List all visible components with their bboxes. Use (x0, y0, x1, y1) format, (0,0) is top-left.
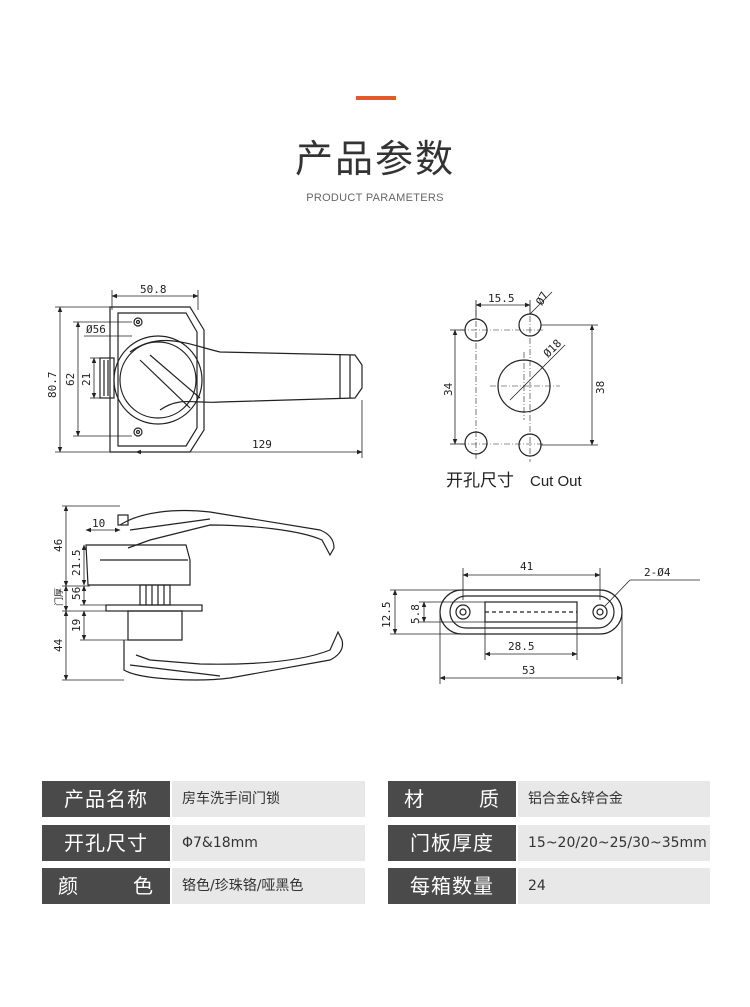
cutout-dimensions (450, 291, 598, 446)
cutout-centerlines (460, 305, 560, 462)
label-qty-per-carton: 每箱数量 (388, 868, 516, 904)
value-color: 铬色/珍珠铬/哑黑色 (172, 868, 365, 904)
dim-21: 21 (80, 373, 93, 386)
dim-21-5: 21.5 (70, 550, 83, 577)
label-cutout-size: 开孔尺寸 (42, 825, 170, 861)
page-title: 产品参数 (294, 137, 455, 181)
dim-d18: Ø18 (541, 337, 564, 360)
value-material: 铝合金&锌合金 (518, 781, 710, 817)
cutout-label-cn: 开孔尺寸 (446, 471, 514, 491)
dim-15-5: 15.5 (488, 292, 515, 305)
dim-53: 53 (522, 664, 535, 677)
value-cutout-size: Φ7&18mm (172, 825, 365, 861)
side-view-dimensions (62, 505, 128, 681)
label-product-name: 产品名称 (42, 781, 170, 817)
dim-38: 38 (594, 381, 607, 394)
side-view (85, 509, 344, 681)
dim-2-d4: 2-Ø4 (644, 566, 671, 579)
plate-view (439, 589, 623, 635)
front-view (99, 306, 363, 453)
plate-view-dimensions (390, 568, 700, 684)
label-door-thickness: 门板厚度 (388, 825, 516, 861)
page-subtitle: PRODUCT PARAMETERS (306, 192, 444, 204)
dim-19: 19 (70, 619, 83, 632)
param-row: 开孔尺寸 Φ7&18mm 门板厚度 15~20/20~25/30~35mm (40, 825, 710, 861)
dim-50-8: 50.8 (140, 283, 167, 296)
dim-28-5: 28.5 (508, 640, 535, 653)
dim-d56: Ø56 (86, 323, 106, 336)
accent-bar (356, 96, 396, 100)
dim-34: 34 (442, 382, 455, 396)
dim-46: 46 (52, 539, 65, 552)
dim-41: 41 (520, 560, 533, 573)
dim-80-7: 80.7 (46, 372, 59, 399)
front-view-dimensions (55, 290, 363, 458)
dim-10: 10 (92, 517, 105, 530)
technical-drawing: 50.8 Ø56 80.7 62 21 129 15.5 Ø7 Ø18 34 3… (46, 283, 700, 684)
dim-129: 129 (252, 438, 272, 451)
cutout-label-en: Cut Out (530, 473, 583, 490)
dim-44: 44 (52, 638, 65, 652)
dim-door-thickness: 门厚 (53, 588, 65, 606)
label-color: 颜 色 (42, 868, 170, 904)
label-material: 材 质 (388, 781, 516, 817)
value-qty-per-carton: 24 (518, 868, 710, 904)
dim-12-5: 12.5 (380, 602, 393, 629)
param-row: 颜 色 铬色/珍珠铬/哑黑色 每箱数量 24 (40, 868, 710, 904)
dim-56: 56 (70, 587, 83, 600)
value-door-thickness: 15~20/20~25/30~35mm (518, 825, 710, 861)
dim-5-8: 5.8 (409, 604, 422, 624)
dim-62: 62 (64, 373, 77, 386)
param-row: 产品名称 房车洗手间门锁 材 质 铝合金&锌合金 (40, 781, 710, 817)
cutout-view (464, 313, 551, 457)
value-product-name: 房车洗手间门锁 (172, 781, 365, 817)
dim-d7: Ø7 (533, 290, 551, 308)
